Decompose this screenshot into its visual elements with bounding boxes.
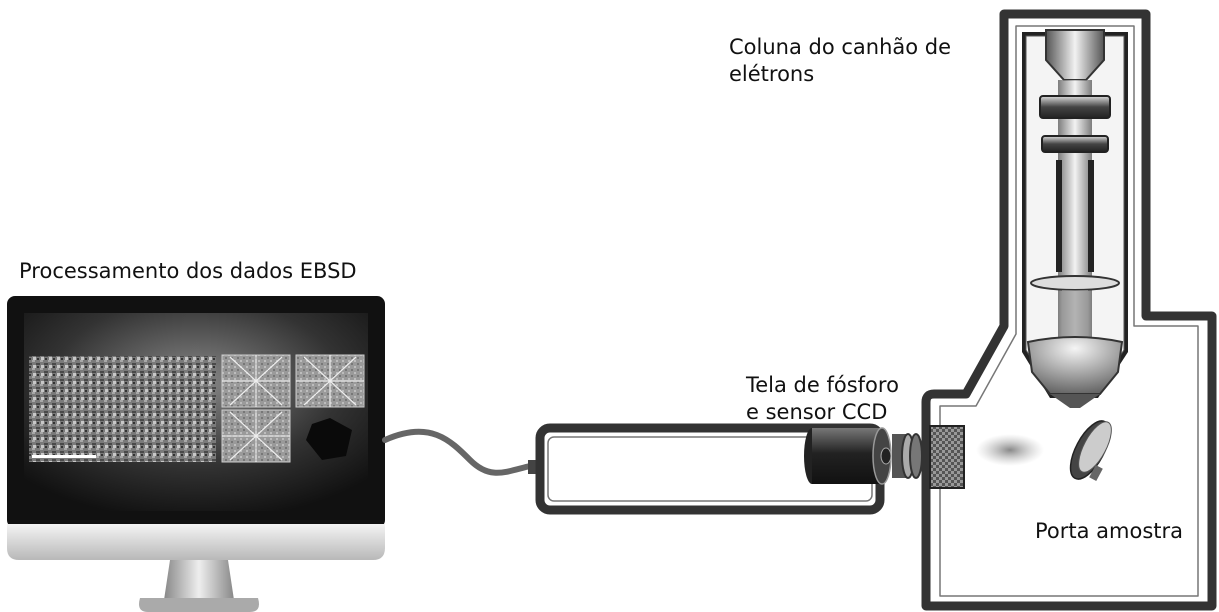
electron-column-label-line2: elétrons <box>729 62 815 86</box>
condenser-lens <box>1041 135 1109 153</box>
phosphor-screen-label: Tela de fósforo e sensor CCD <box>746 372 899 426</box>
monitor-chin <box>7 524 385 560</box>
condenser-lens <box>1039 95 1111 119</box>
electron-column-icon <box>1026 29 1124 408</box>
micrograph-image <box>29 356 216 462</box>
sample-holder-icon <box>1069 420 1112 482</box>
kikuchi-pattern <box>221 409 291 463</box>
electron-column-label: Coluna do canhão de elétrons <box>729 34 951 88</box>
monitor-stand <box>164 560 234 600</box>
data-processing-label: Processamento dos dados EBSD <box>19 259 357 283</box>
phosphor-screen-icon <box>929 425 965 489</box>
kikuchi-pattern <box>295 354 365 408</box>
cable <box>382 428 533 476</box>
electron-column-label-line1: Coluna do canhão de <box>729 35 952 59</box>
kikuchi-pattern <box>221 354 291 408</box>
monitor-base <box>139 598 259 612</box>
monitor-icon <box>7 296 385 612</box>
objective-lens <box>1026 336 1124 395</box>
sample-holder-label: Porta amostra <box>1035 519 1184 543</box>
phosphor-screen-label-line1: Tela de fósforo <box>746 373 899 397</box>
ccd-camera-icon <box>804 427 923 485</box>
phosphor-screen-label-line2: e sensor CCD <box>746 400 888 424</box>
backscatter-cloud <box>976 434 1044 466</box>
objective-aperture <box>1030 275 1120 291</box>
detector-tube <box>535 423 885 515</box>
cable-connector <box>528 460 538 474</box>
crystal-orientation-icon <box>306 418 352 460</box>
micrograph-scalebar <box>32 455 96 458</box>
